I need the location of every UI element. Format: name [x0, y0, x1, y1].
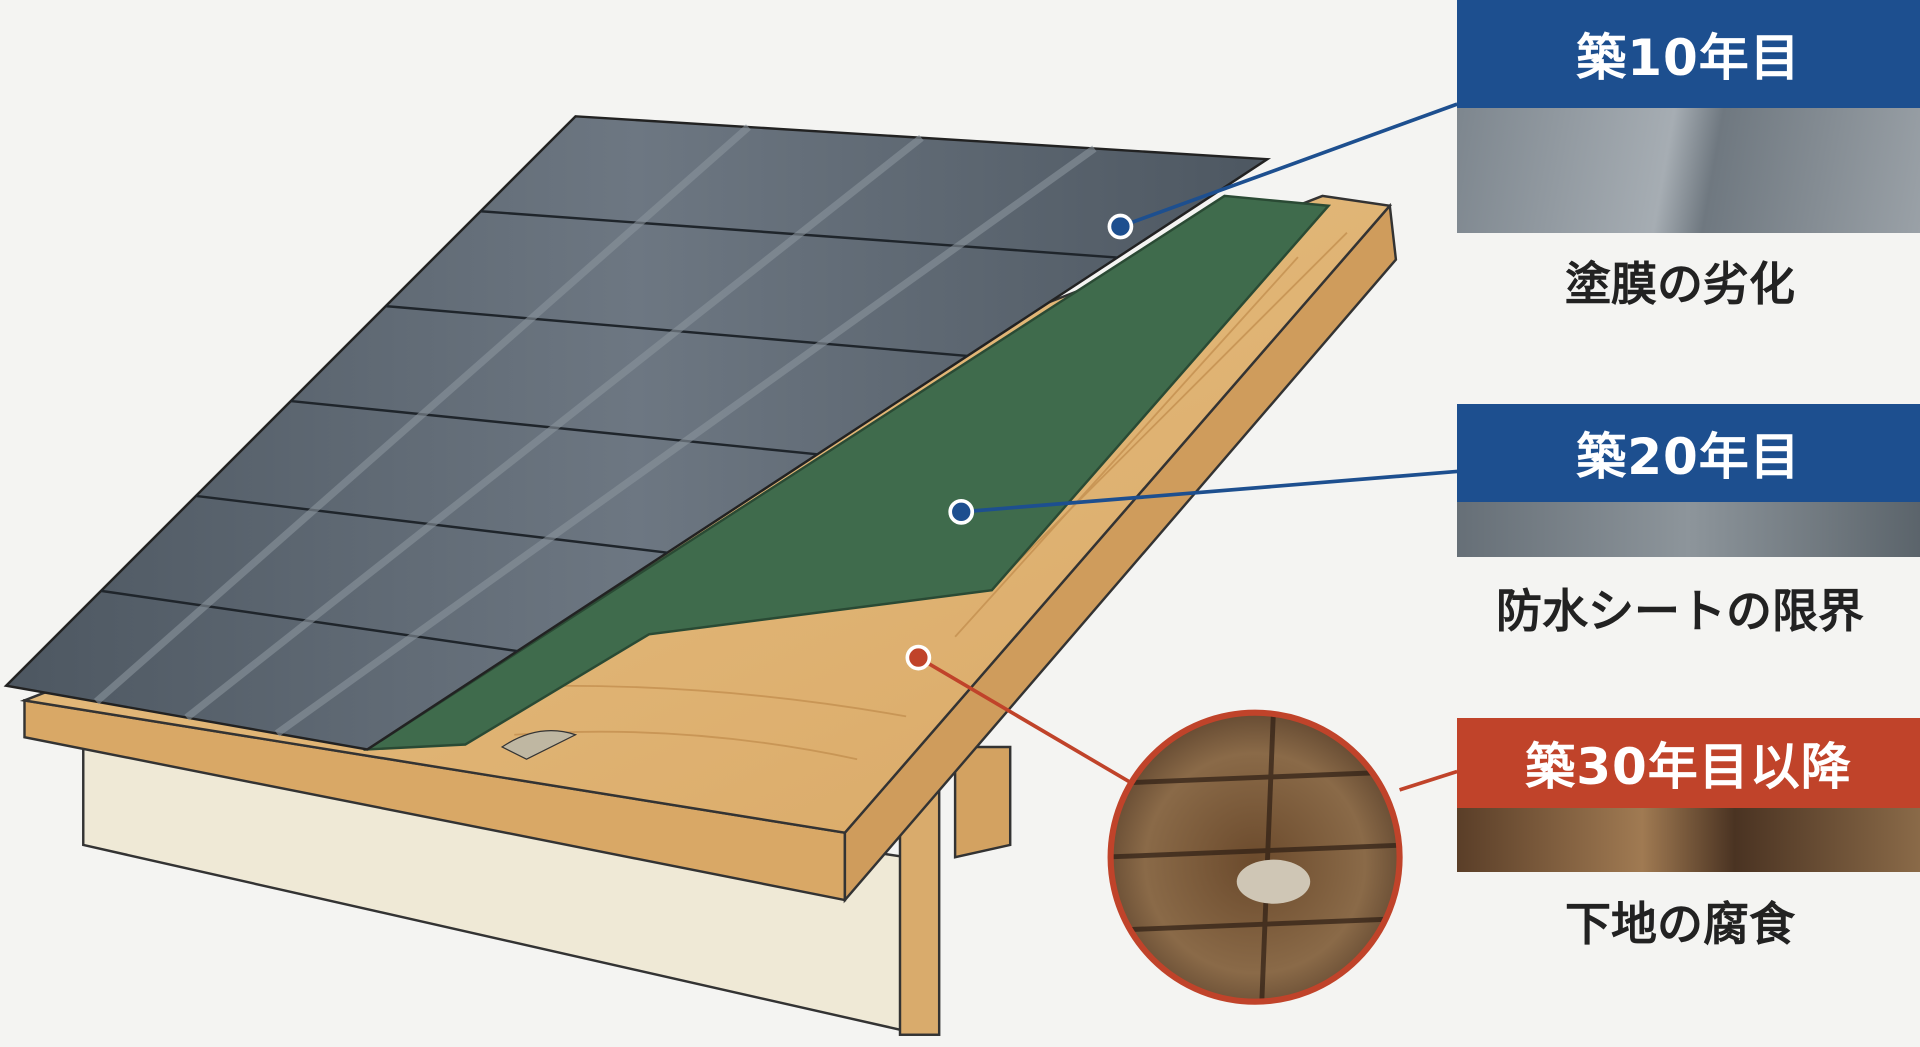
paint-deterioration-photo	[1457, 108, 1920, 233]
sheet-damage-photo	[1457, 502, 1920, 557]
stage-caption-20y: 防水シートの限界	[1496, 584, 1864, 638]
marker-dot-30y	[905, 644, 932, 671]
stage-caption-30y: 下地の腐食	[1565, 897, 1795, 951]
tile-column-ridge	[184, 134, 924, 721]
marker-dot-20y	[948, 499, 975, 525]
beam	[953, 745, 1012, 859]
stage-badge-10y: 築10年目	[1457, 0, 1920, 108]
leader-line-30y-badge	[1399, 769, 1458, 792]
leader-line-10y	[1119, 102, 1458, 229]
marker-dot-10y	[1107, 213, 1134, 240]
stage-badge-20y: 築20年目	[1457, 404, 1920, 502]
leader-line-20y	[961, 469, 1458, 514]
rot-closeup-photo	[1110, 712, 1400, 1002]
tile-column-ridge	[93, 124, 751, 705]
stage-caption-10y: 塗膜の劣化	[1565, 257, 1795, 311]
leader-line-30y	[917, 656, 1134, 786]
tile-column-ridge	[274, 145, 1097, 737]
stage-badge-30y: 築30年目以降	[1457, 718, 1920, 808]
rot-wood-photo	[1457, 808, 1920, 872]
waterproof-sheet	[362, 194, 1332, 751]
